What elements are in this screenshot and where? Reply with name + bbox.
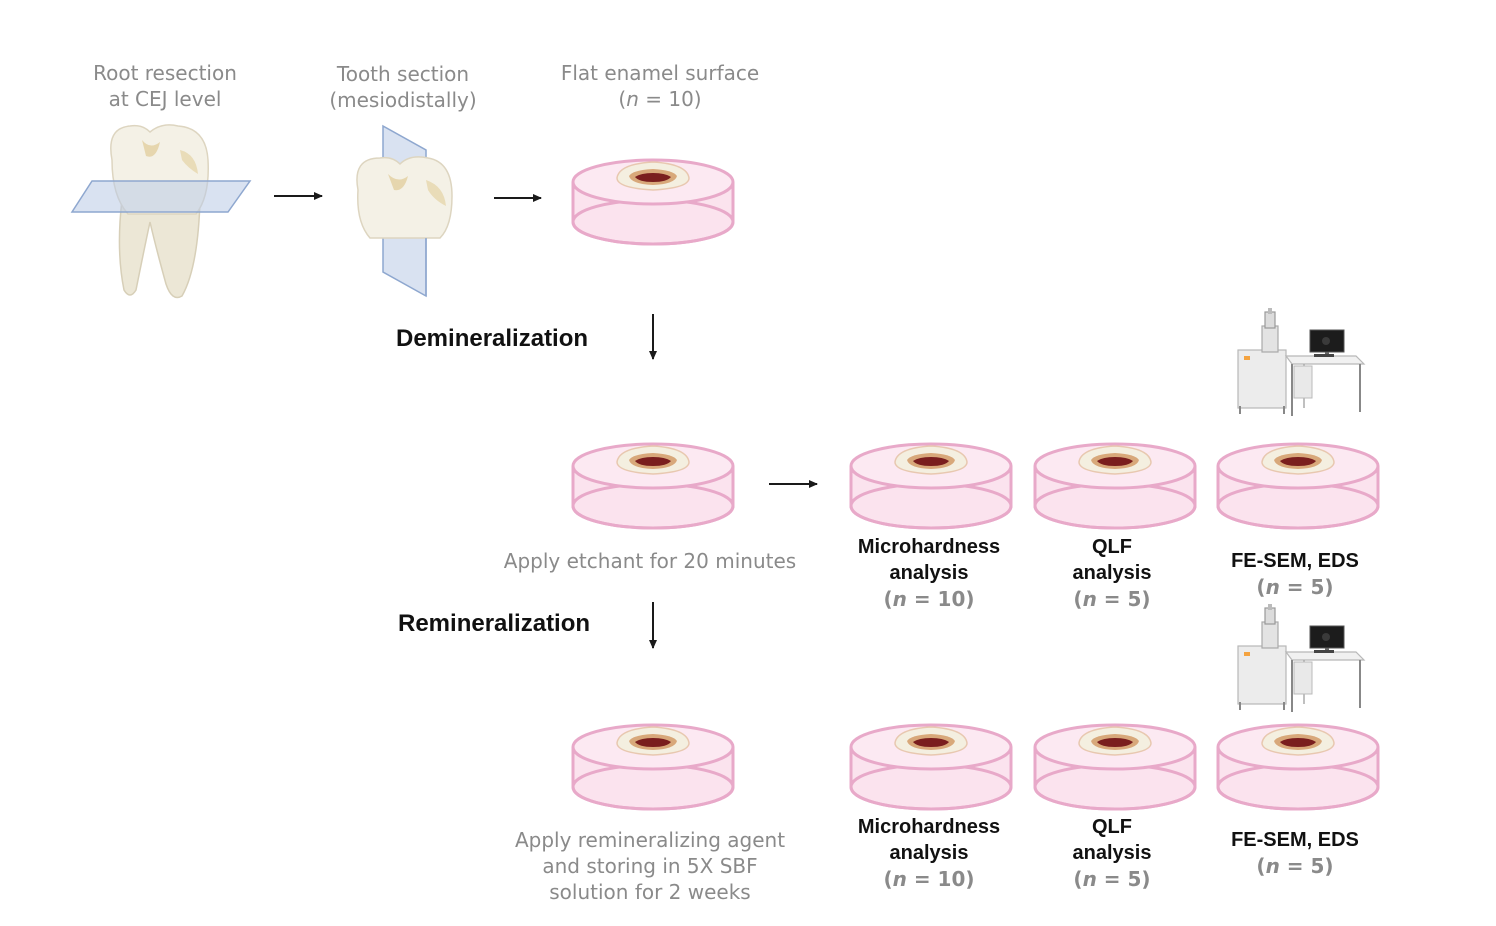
remin-caption: Apply remineralizing agent and storing i… [480,827,820,905]
fesem-label: FE-SEM, EDS (n = 5) [1210,548,1380,600]
enamel-sample-icon [571,442,735,530]
qlf-line1: QLF [1092,816,1132,838]
enamel-sample-icon [571,158,735,246]
fesem-line1: FE-SEM, EDS [1231,829,1359,851]
qlf-sample-size: (n = 5) [1073,587,1151,611]
section-plane-icon [70,180,252,213]
qlf-label: QLF analysis (n = 5) [1032,814,1192,892]
microhardness-sample-size: (n = 10) [883,867,975,891]
microhardness-line2: analysis [889,562,969,584]
step3-sample-size: (n = 10) [618,87,702,111]
qlf-line2: analysis [1072,842,1152,864]
microhardness-line2: analysis [889,842,969,864]
step1-line2: at CEJ level [108,87,222,111]
step2-line2: (mesiodistally) [329,88,477,112]
fesem-sample-size: (n = 5) [1256,575,1334,599]
step2-line1: Tooth section [336,62,470,86]
step1-line1: Root resection [93,61,237,85]
enamel-sample-icon [1216,723,1380,811]
qlf-line1: QLF [1092,536,1132,558]
fesem-label: FE-SEM, EDS (n = 5) [1210,827,1380,879]
remin-caption-line1: Apply remineralizing agent [514,828,786,852]
enamel-sample-icon [1216,442,1380,530]
enamel-sample-icon [1033,723,1197,811]
remineralization-title: Remineralization [398,610,591,637]
microhardness-line1: Microhardness [857,816,1001,838]
microhardness-sample-size: (n = 10) [883,587,975,611]
demineralization-title: Demineralization [396,325,589,352]
microhardness-label: Microhardness analysis (n = 10) [834,814,1024,892]
remin-caption-line3: solution for 2 weeks [549,880,751,904]
enamel-sample-icon [571,723,735,811]
step1-label: Root resection at CEJ level [75,60,255,112]
microhardness-line1: Microhardness [857,536,1001,558]
enamel-sample-icon [849,723,1013,811]
sem-microscope-icon [1237,307,1365,417]
enamel-sample-icon [849,442,1013,530]
demin-caption: Apply etchant for 20 minutes [503,549,797,573]
microhardness-label: Microhardness analysis (n = 10) [834,534,1024,612]
tooth-icon [356,156,453,239]
qlf-label: QLF analysis (n = 5) [1032,534,1192,612]
step3-label: Flat enamel surface (n = 10) [545,60,775,112]
step2-label: Tooth section (mesiodistally) [313,61,493,113]
enamel-sample-icon [1033,442,1197,530]
fesem-line1: FE-SEM, EDS [1231,550,1359,572]
qlf-sample-size: (n = 5) [1073,867,1151,891]
fesem-sample-size: (n = 5) [1256,854,1334,878]
step3-line1: Flat enamel surface [560,61,760,85]
sem-microscope-icon [1237,603,1365,713]
remin-caption-line2: and storing in 5X SBF [542,854,758,878]
qlf-line2: analysis [1072,562,1152,584]
